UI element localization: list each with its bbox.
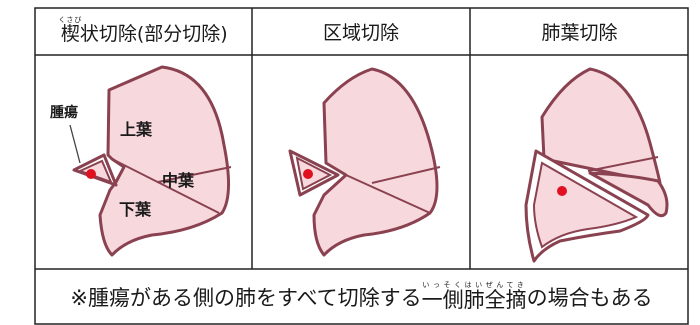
lung-shape — [312, 67, 439, 257]
segmentectomy-diagram — [252, 55, 470, 267]
fissure-minor — [157, 166, 232, 183]
wedge-resection-diagram: 腫瘍 上葉 中葉 下葉 — [34, 55, 252, 267]
fissure-main — [113, 159, 220, 214]
label-middle-lobe: 中葉 — [162, 171, 195, 190]
lobectomy-diagram — [470, 55, 689, 267]
fissure-minor — [587, 156, 659, 172]
label-tumor: 腫瘍 — [50, 104, 78, 121]
tumor-dot — [557, 186, 567, 196]
resection-table: 楔くさび状切除(部分切除) 区域切除 肺葉切除 腫瘍 上葉 中葉 下葉 — [34, 7, 689, 325]
header-segmentectomy: 区域切除 — [322, 21, 399, 44]
upper-lobe-remaining — [540, 67, 662, 185]
table-grid — [34, 7, 689, 325]
tumor-dot — [86, 169, 96, 179]
fissure-minor — [371, 166, 441, 184]
fissure-main — [345, 174, 431, 214]
header-wedge-resection: 楔くさび状切除(部分切除) — [58, 16, 228, 45]
label-upper-lobe: 上葉 — [120, 120, 153, 139]
lung-shape — [98, 65, 231, 257]
footnote: ※腫瘍がある側の肺をすべて切除する一側肺全摘いっそくはいぜんてきの場合もある — [70, 280, 653, 312]
label-lower-lobe: 下葉 — [119, 200, 152, 219]
tumor-pointer — [69, 124, 81, 164]
tumor-dot — [303, 169, 313, 179]
header-lobectomy: 肺葉切除 — [541, 21, 618, 44]
